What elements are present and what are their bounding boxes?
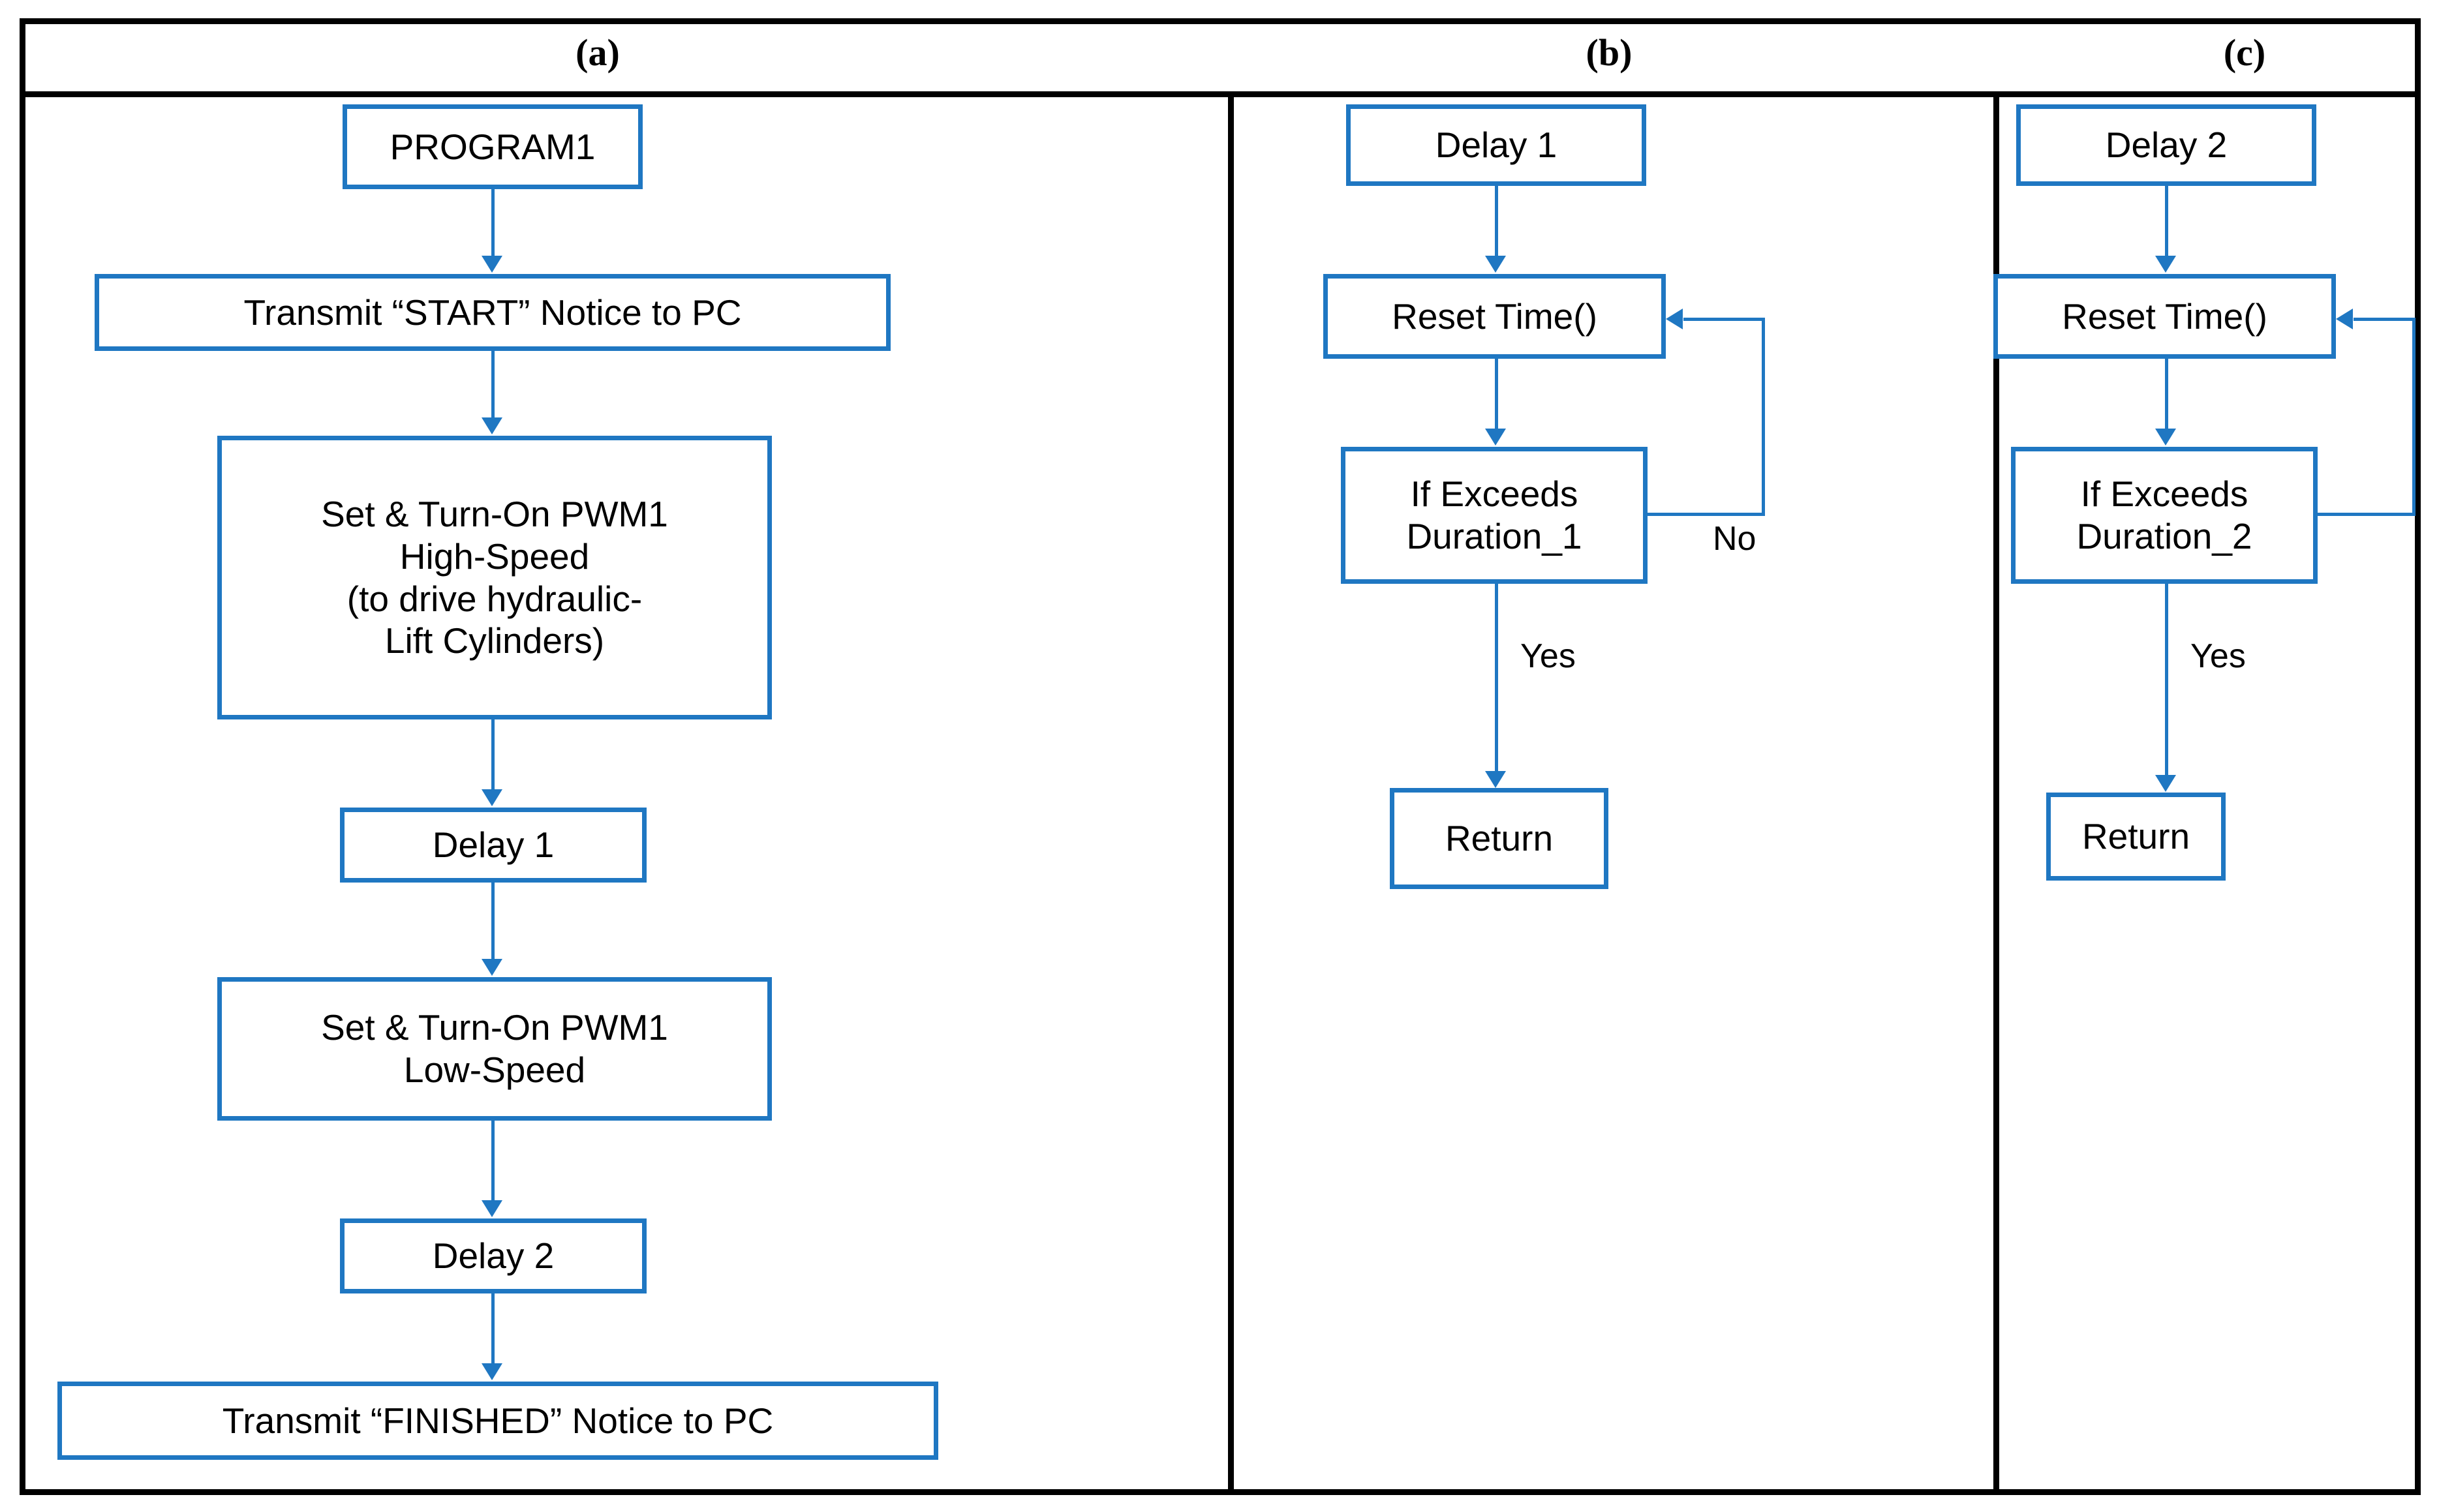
header-separator-rule: [20, 91, 2421, 97]
connector-delay1-to-reset-time-b: [1495, 186, 1498, 258]
arrowhead-to-transmit-start: [482, 256, 502, 273]
arrowhead-to-reset-time-b: [1485, 256, 1506, 273]
node-program1[interactable]: PROGRAM1: [343, 104, 643, 189]
edge-label-yes-c: Yes: [2190, 637, 2246, 675]
loop-segment-vertical-b: [1762, 318, 1765, 515]
connector-reset-time-to-if-exceeds-b: [1495, 359, 1498, 431]
arrowhead-to-reset-time-c: [2155, 256, 2176, 273]
node-delay2-c[interactable]: Delay 2: [2016, 104, 2316, 186]
node-transmit-finished-notice[interactable]: Transmit “FINISHED” Notice to PC: [57, 1382, 938, 1460]
panel-caption-b: (b): [1586, 31, 1633, 74]
connector-pwm1-low-to-delay2: [491, 1121, 495, 1202]
node-pwm1-high-speed[interactable]: Set & Turn-On PWM1 High-Speed (to drive …: [217, 436, 772, 719]
connector-delay1-to-pwm1-low: [491, 883, 495, 961]
connector-if-exceeds-to-return-c: [2165, 584, 2168, 776]
connector-delay2-to-reset-time-c: [2165, 186, 2168, 258]
node-delay1-a[interactable]: Delay 1: [340, 808, 647, 883]
connector-reset-time-to-if-exceeds-c: [2165, 359, 2168, 431]
node-pwm1-low-speed[interactable]: Set & Turn-On PWM1 Low-Speed: [217, 977, 772, 1121]
node-transmit-start-notice[interactable]: Transmit “START” Notice to PC: [95, 274, 891, 351]
arrowhead-to-if-exceeds-c: [2155, 429, 2176, 446]
panel-divider-a-b: [1228, 97, 1234, 1495]
node-return-c[interactable]: Return: [2046, 793, 2226, 881]
node-delay1-b[interactable]: Delay 1: [1346, 104, 1646, 186]
loop-segment-top-b: [1683, 318, 1763, 321]
connector-program1-to-transmit-start: [491, 189, 495, 258]
connector-pwm1-high-to-delay1: [491, 719, 495, 791]
edge-label-yes-b: Yes: [1520, 637, 1576, 675]
edge-label-no-b: No: [1713, 520, 1756, 558]
arrowhead-to-transmit-finished: [482, 1363, 502, 1380]
node-reset-time-b[interactable]: Reset Time(): [1323, 274, 1666, 359]
arrowhead-to-return-c: [2155, 775, 2176, 792]
arrowhead-to-delay1-a: [482, 789, 502, 806]
loop-segment-top-c: [2354, 318, 2414, 321]
arrowhead-loop-to-reset-time-c: [2336, 309, 2353, 329]
panel-divider-b-c: [1993, 97, 1999, 1495]
node-if-exceeds-duration2[interactable]: If Exceeds Duration_2: [2011, 447, 2318, 584]
arrowhead-to-if-exceeds-b: [1485, 429, 1506, 446]
node-if-exceeds-duration1[interactable]: If Exceeds Duration_1: [1341, 447, 1648, 584]
node-reset-time-c[interactable]: Reset Time(): [1993, 274, 2336, 359]
node-return-b[interactable]: Return: [1390, 788, 1608, 889]
connector-if-exceeds-to-return-b: [1495, 584, 1498, 773]
connector-transmit-start-to-pwm1-high: [491, 351, 495, 419]
arrowhead-to-delay2-a: [482, 1200, 502, 1217]
loop-segment-right-c: [2318, 513, 2416, 516]
arrowhead-to-pwm1-high: [482, 417, 502, 434]
connector-delay2-to-transmit-finished: [491, 1293, 495, 1365]
loop-segment-vertical-c: [2412, 318, 2416, 515]
arrowhead-to-pwm1-low: [482, 959, 502, 976]
panel-caption-c: (c): [2223, 31, 2266, 74]
arrowhead-to-return-b: [1485, 771, 1506, 788]
node-delay2-a[interactable]: Delay 2: [340, 1218, 647, 1293]
table-frame: [20, 18, 2421, 1495]
arrowhead-loop-to-reset-time-b: [1666, 309, 1683, 329]
panel-caption-a: (a): [575, 31, 620, 74]
loop-segment-right-b: [1648, 513, 1765, 516]
